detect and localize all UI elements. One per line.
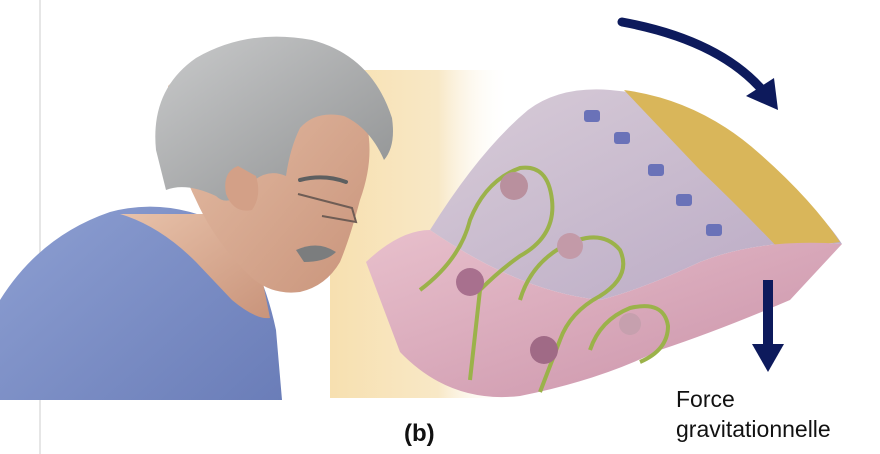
panel-label: (b) [404,420,435,448]
force-label-line2: gravitationnelle [676,414,831,444]
force-label-line1: Force [676,384,831,414]
force-label: Force gravitationnelle [676,384,831,444]
